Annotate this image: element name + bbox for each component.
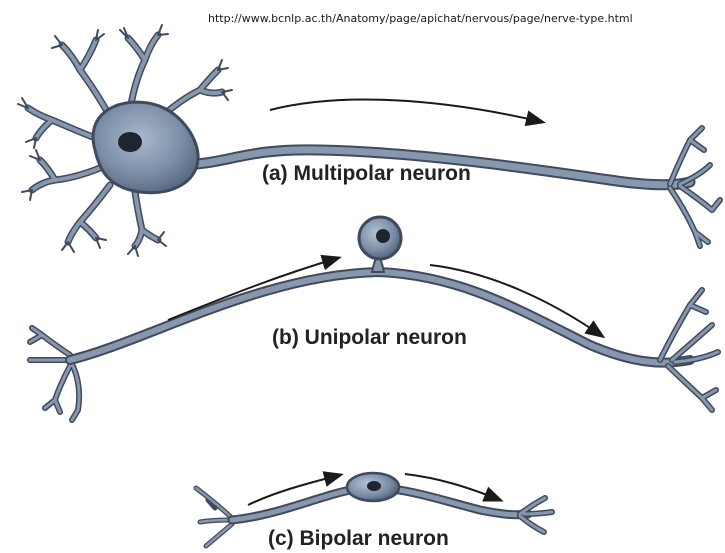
multipolar-signal-arrow (270, 100, 542, 122)
bipolar-axon-terminals (520, 498, 552, 532)
unipolar-nucleus (376, 229, 390, 243)
unipolar-signal-arrow-in (168, 258, 338, 320)
multipolar-neuron-label: (a) Multipolar neuron (262, 162, 471, 186)
unipolar-dendrites (30, 328, 79, 420)
unipolar-axon-terminals (660, 290, 718, 410)
unipolar-neuron-label: (b) Unipolar neuron (272, 326, 467, 350)
multipolar-nucleus (118, 132, 142, 152)
multipolar-axon-terminals (670, 128, 720, 246)
multipolar-cell-body (93, 102, 198, 193)
bipolar-dendrites (196, 488, 232, 546)
bipolar-neuron-label: (c) Bipolar neuron (268, 527, 449, 551)
bipolar-nucleus (367, 481, 381, 491)
